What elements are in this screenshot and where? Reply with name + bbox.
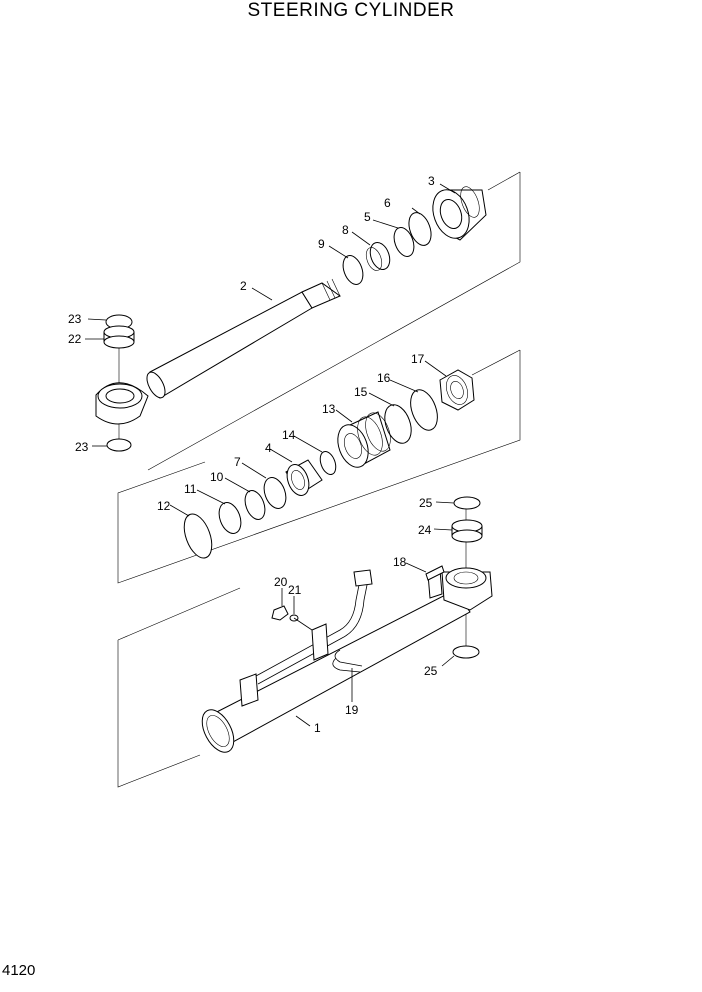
callout-10: 10 [210,470,224,484]
callout-21: 21 [288,583,302,597]
ring-25-lower [452,645,480,659]
callout-19: 19 [345,703,359,717]
nut-17 [439,369,475,411]
frame-rod-group [147,171,521,471]
wiper-9 [342,255,364,285]
callout-11: 11 [184,482,197,496]
callout-15: 15 [354,385,368,399]
callout-1: 1 [314,721,321,735]
callout-12: 12 [157,499,171,513]
callout-6: 6 [384,196,391,210]
callout-16: 16 [377,371,391,385]
ring-16 [410,389,438,431]
callout-2: 2 [240,279,247,293]
callout-25-upper: 25 [419,496,433,510]
frame-piston-group [117,349,521,584]
callout-5: 5 [364,210,371,224]
piston-13 [337,411,391,468]
ring-6 [408,212,432,246]
snap-ring-23-lower [106,438,132,452]
piston-rod-2 [95,278,342,425]
leader-lines [85,183,456,727]
seal-15 [384,404,412,444]
callout-4: 4 [265,441,272,455]
callout-14: 14 [282,428,296,442]
callout-8: 8 [342,223,349,237]
callout-9: 9 [318,237,325,251]
callout-3: 3 [428,174,435,188]
page-title: STEERING CYLINDER [247,0,455,21]
seal-7 [263,477,287,509]
ring-25-upper [453,496,481,510]
callout-labels: 1 2 3 4 5 6 7 8 9 10 11 12 13 14 15 16 1… [68,174,438,735]
u-bolt-19 [334,649,363,667]
seal-5 [393,227,415,257]
callout-20: 20 [274,575,288,589]
o-ring-12 [183,513,213,559]
spacer-4 [285,459,323,496]
callout-22: 22 [68,332,82,346]
tube-eye [441,567,493,611]
bushing-8 [365,241,391,271]
callout-18: 18 [393,555,407,569]
callout-24: 24 [418,523,432,537]
bearing-22 [103,325,135,349]
callout-25-lower: 25 [424,664,438,678]
gland-3 [432,186,487,241]
pipe-assembly [255,569,373,685]
fitting-18 [425,565,445,599]
callout-17: 17 [411,352,425,366]
callout-23-lower: 23 [75,440,89,454]
o-ring-14 [319,450,337,476]
bearing-24 [451,519,483,543]
nut-20 [271,605,289,621]
page-number: 4120 [2,962,36,979]
callout-7: 7 [234,455,241,469]
callout-23-upper: 23 [68,312,82,326]
ring-10 [244,490,266,520]
ring-11 [218,502,242,534]
callout-13: 13 [322,402,336,416]
frame-tube-group [117,587,241,788]
